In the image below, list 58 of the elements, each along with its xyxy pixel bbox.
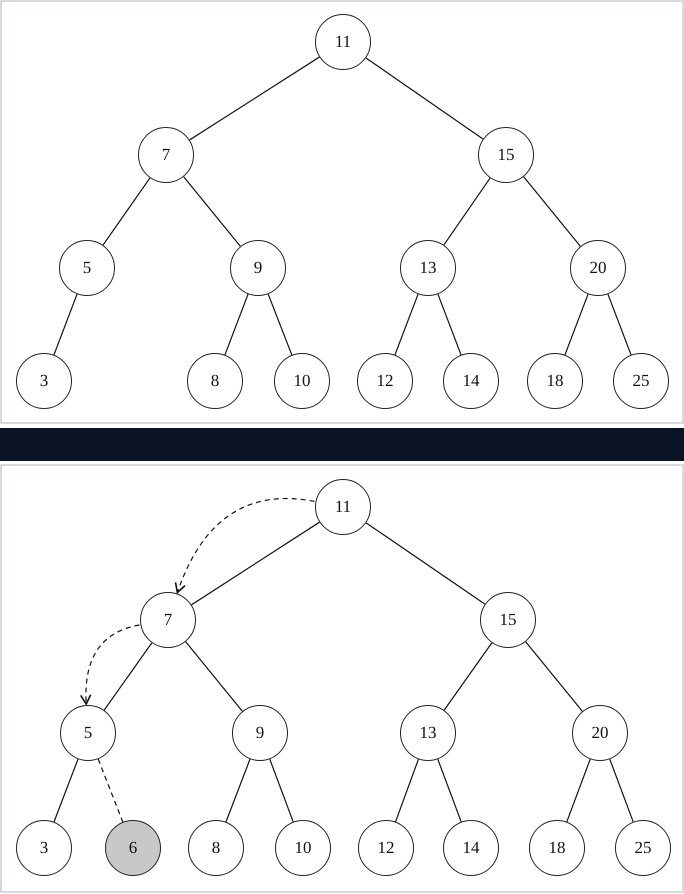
- node-value: 20: [592, 723, 608, 743]
- node-value: 11: [334, 497, 352, 517]
- node-value: 8: [210, 371, 220, 391]
- node-value: 5: [84, 723, 92, 743]
- node-value: 20: [590, 258, 606, 278]
- node-value: 11: [334, 32, 352, 52]
- node-value: 13: [420, 723, 436, 743]
- node-value: 9: [256, 723, 264, 743]
- node-value: 18: [546, 371, 564, 391]
- connector-line: [366, 57, 484, 140]
- connector-line: [525, 641, 583, 712]
- arrow: [175, 498, 315, 594]
- node-value: 9: [254, 258, 262, 278]
- node-value: 15: [498, 145, 514, 165]
- node-value: 6: [128, 838, 138, 858]
- node-value: 10: [294, 371, 310, 391]
- connector-line: [366, 522, 486, 605]
- connector-line: [102, 178, 150, 246]
- node-value: 14: [462, 838, 480, 858]
- node-value: 7: [162, 145, 170, 165]
- connector-line: [98, 758, 124, 822]
- connector-line: [183, 176, 241, 247]
- node-value: 18: [548, 838, 566, 858]
- connector-line: [566, 759, 591, 822]
- connector-line: [53, 294, 78, 356]
- connector-line: [185, 641, 243, 712]
- connector-line: [443, 178, 491, 246]
- node-value: 25: [634, 838, 652, 858]
- connector-line: [189, 56, 320, 140]
- connector-line: [53, 758, 79, 822]
- connector-line: [395, 759, 419, 822]
- connector-line: [225, 758, 251, 822]
- connector-line: [437, 759, 462, 822]
- connector-line: [269, 759, 294, 822]
- arrow: [80, 624, 140, 705]
- connector-line: [444, 642, 492, 710]
- node-value: 8: [212, 838, 220, 858]
- node-value: 3: [40, 371, 48, 391]
- connector-line: [394, 294, 419, 356]
- node-value: 12: [378, 838, 394, 858]
- connector-line: [104, 642, 152, 710]
- connector-line: [437, 294, 462, 356]
- node-value: 14: [462, 371, 480, 391]
- connector-line: [607, 294, 632, 356]
- node-value: 13: [420, 258, 436, 278]
- connector-line: [268, 294, 292, 356]
- connector-line: [191, 522, 320, 606]
- node-value: 25: [632, 371, 650, 391]
- connector-line: [523, 176, 581, 247]
- node-value: 10: [294, 838, 312, 858]
- node-value: 3: [40, 838, 48, 858]
- node-value: 5: [82, 258, 92, 278]
- connector-line: [609, 759, 634, 822]
- node-value: 15: [500, 610, 516, 630]
- node-value: 12: [376, 371, 394, 391]
- connector-line: [564, 294, 589, 356]
- connector-line: [224, 294, 249, 356]
- node-value: 7: [164, 610, 172, 630]
